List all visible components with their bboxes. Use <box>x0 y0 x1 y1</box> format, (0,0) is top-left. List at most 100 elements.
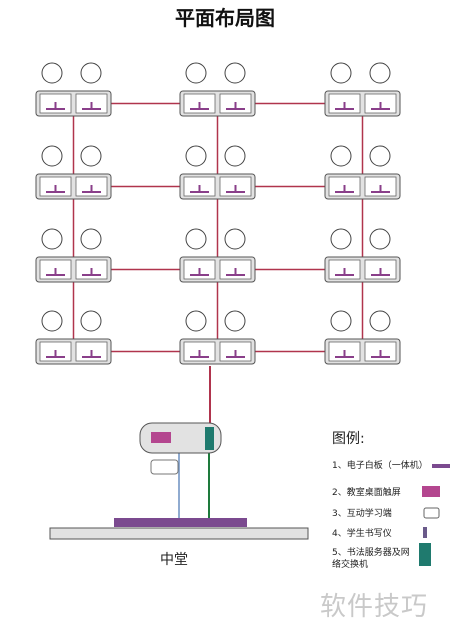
screen-base-bar <box>226 356 245 358</box>
writing-device-icon <box>90 350 93 356</box>
screen-base-bar <box>82 274 101 276</box>
writing-device-icon <box>198 102 201 108</box>
desk-group <box>324 310 401 365</box>
screen-base-bar <box>226 108 245 110</box>
network-lines <box>72 102 364 353</box>
screen-base-bar <box>335 108 354 110</box>
legend-item-touch-screen: 2、教室桌面触屏 <box>332 487 401 499</box>
legend-number: 3、 <box>332 509 347 519</box>
desk-group <box>179 62 256 117</box>
legend-label: 学生书写仪 <box>346 529 392 539</box>
student-seat <box>330 310 352 332</box>
server-area <box>139 366 222 521</box>
legend-item-whiteboard: 1、电子白板（一体机） <box>332 460 428 472</box>
desk-group <box>35 62 112 117</box>
student-seat <box>185 228 207 250</box>
whiteboard-bar <box>114 518 247 527</box>
desk-group <box>324 228 401 283</box>
legend-title: 图例: <box>332 431 365 447</box>
legend-item-server-switch: 5、书法服务器及网络交换机 <box>332 547 414 571</box>
desk-group <box>35 310 112 365</box>
student-seat <box>185 310 207 332</box>
legend-number: 2、 <box>332 488 347 498</box>
desk-group <box>324 145 401 200</box>
server-switch-icon <box>205 427 214 450</box>
student-seat <box>224 62 246 84</box>
student-seat <box>369 310 391 332</box>
screen-base-bar <box>190 108 209 110</box>
hall-label: 中堂 <box>160 552 188 568</box>
student-seat <box>224 310 246 332</box>
screen-base-bar <box>46 108 65 110</box>
writing-device-icon <box>343 102 346 108</box>
desk-group <box>179 228 256 283</box>
student-seat <box>330 62 352 84</box>
writing-device-icon <box>343 350 346 356</box>
hall-platform <box>49 527 309 540</box>
screen-base-bar <box>371 274 390 276</box>
writing-device-icon <box>234 268 237 274</box>
legend-label: 书法服务器及网络交换机 <box>332 548 410 570</box>
server-switch-legend-icon <box>419 543 431 566</box>
writing-device-icon <box>379 350 382 356</box>
legend-icons <box>419 464 450 566</box>
screen-base-bar <box>82 356 101 358</box>
student-seat <box>224 228 246 250</box>
writing-device-icon <box>379 268 382 274</box>
screen-base-bar <box>190 356 209 358</box>
desk-group <box>179 145 256 200</box>
screen-base-bar <box>82 108 101 110</box>
learning-terminal-legend-icon <box>423 507 440 519</box>
screen-base-bar <box>371 108 390 110</box>
screen-base-bar <box>226 191 245 193</box>
screen-base-bar <box>46 191 65 193</box>
student-seat <box>330 145 352 167</box>
watermark: 软件技巧 <box>320 592 429 622</box>
student-seat <box>369 228 391 250</box>
student-seat <box>185 62 207 84</box>
writing-device-icon <box>343 185 346 191</box>
hall-area <box>49 518 309 540</box>
writing-device-icon <box>343 268 346 274</box>
writing-device-icon <box>198 268 201 274</box>
screen-base-bar <box>190 191 209 193</box>
legend-number: 5、 <box>332 548 347 558</box>
writing-device-icon <box>54 268 57 274</box>
screen-base-bar <box>190 274 209 276</box>
desk-groups <box>35 62 401 365</box>
student-seat <box>369 145 391 167</box>
student-seat <box>330 228 352 250</box>
legend-item-writing-device: 4、学生书写仪 <box>332 528 392 540</box>
learning-terminal-icon <box>150 459 179 475</box>
student-seat <box>41 145 63 167</box>
touch-screen-icon <box>151 432 171 443</box>
screen-base-bar <box>46 356 65 358</box>
screen-base-bar <box>335 356 354 358</box>
writing-device-icon <box>379 102 382 108</box>
writing-device-icon <box>54 350 57 356</box>
desk-group <box>35 145 112 200</box>
writing-device-icon <box>54 102 57 108</box>
writing-device-icon <box>90 185 93 191</box>
writing-device-icon <box>379 185 382 191</box>
student-seat <box>80 228 102 250</box>
touch-screen-legend-icon <box>422 486 440 497</box>
writing-device-icon <box>234 102 237 108</box>
writing-device-icon <box>234 350 237 356</box>
desk-group <box>35 228 112 283</box>
legend-label: 电子白板（一体机） <box>346 461 428 471</box>
legend-item-learning-terminal: 3、互动学习端 <box>332 508 392 520</box>
screen-base-bar <box>371 191 390 193</box>
student-seat <box>80 62 102 84</box>
screen-base-bar <box>226 274 245 276</box>
whiteboard-legend-icon <box>432 464 450 468</box>
student-seat <box>185 145 207 167</box>
student-seat <box>41 62 63 84</box>
server-cabinet <box>139 422 222 454</box>
writing-device-legend-icon <box>423 527 427 538</box>
screen-base-bar <box>371 356 390 358</box>
student-seat <box>41 310 63 332</box>
desk-group <box>324 62 401 117</box>
page-title: 平面布局图 <box>175 6 275 30</box>
